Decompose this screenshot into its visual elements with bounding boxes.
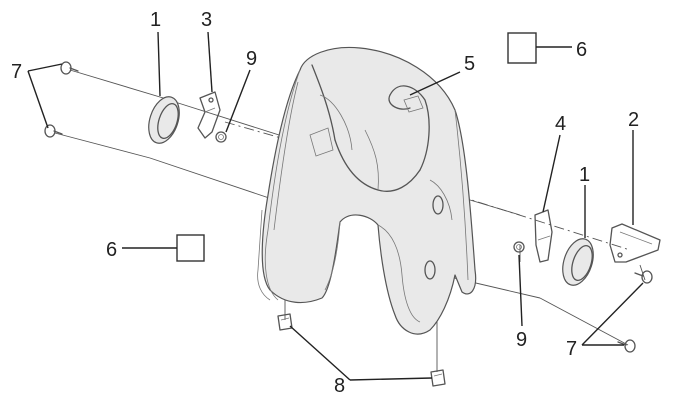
- nut-left-part: [215, 131, 227, 143]
- callout-5: 5: [464, 53, 475, 75]
- callout-2: 2: [628, 109, 639, 131]
- callout-3: 3: [201, 9, 212, 31]
- screw-right-upper-part: [634, 270, 653, 284]
- callout-9-top: 9: [246, 48, 257, 70]
- callout-9-bottom: 9: [516, 329, 527, 351]
- reflector-left-part: [148, 96, 180, 144]
- callout-labels: 1 3 9 7 5 6 6 4 2 1 9 7 8: [11, 9, 639, 397]
- front-fender-part: [257, 46, 477, 335]
- callout-4: 4: [555, 113, 566, 135]
- screw-right-lower-part: [617, 339, 636, 353]
- callout-1-right: 1: [579, 164, 590, 186]
- screw-left-lower-part: [44, 124, 63, 138]
- leader-lines: [27, 31, 644, 381]
- callout-6-left: 6: [106, 239, 117, 261]
- reference-box-top: [507, 32, 537, 64]
- screw-left-upper-part: [60, 61, 79, 75]
- callout-6-top: 6: [576, 39, 587, 61]
- nut-right-part: [513, 241, 525, 253]
- bracket-left-part: [197, 91, 221, 139]
- reflector-right-part: [562, 238, 594, 286]
- reference-box-left: [176, 234, 205, 262]
- callout-7-left: 7: [11, 61, 22, 83]
- clip-right-part: [430, 369, 446, 387]
- mount-bracket-right-part: [609, 223, 661, 263]
- bracket-right-part: [534, 209, 553, 263]
- callout-1-left: 1: [150, 9, 161, 31]
- callout-8: 8: [334, 375, 345, 397]
- callout-7-right: 7: [566, 338, 577, 360]
